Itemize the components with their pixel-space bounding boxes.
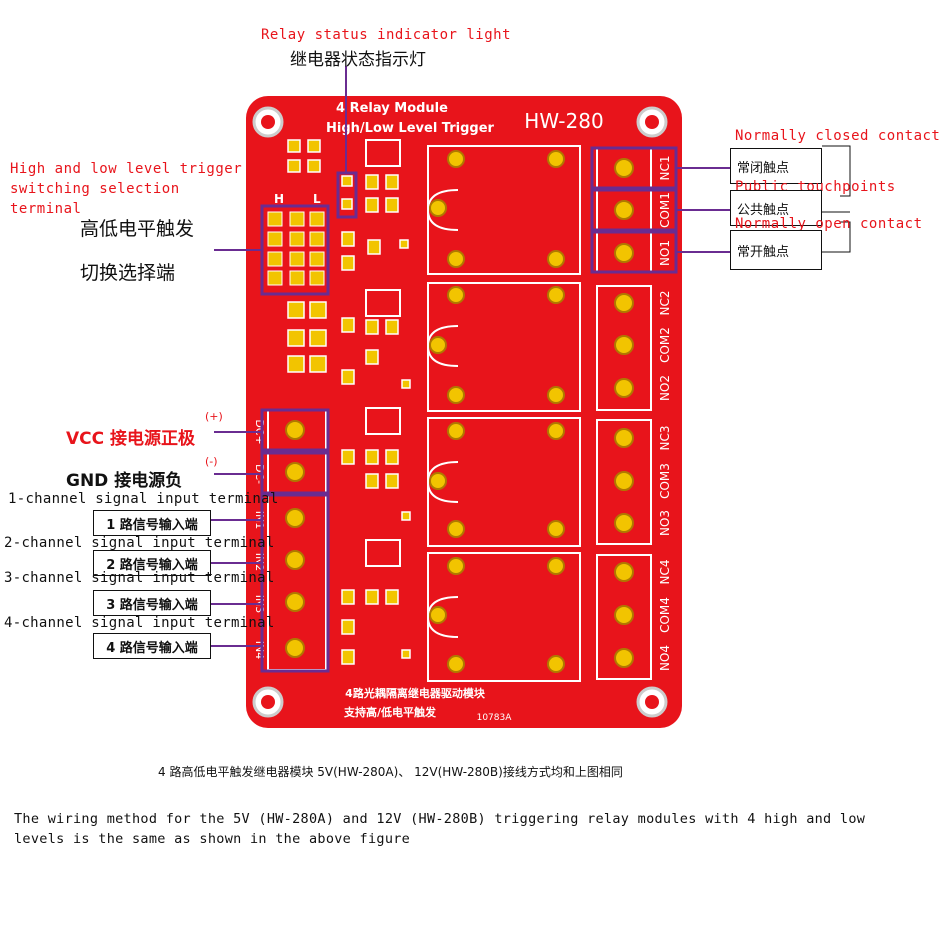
connector-lines xyxy=(210,66,730,647)
hl-trigger-label-en-3: terminal xyxy=(10,201,82,217)
terminal-label-com2: COM2 xyxy=(658,327,672,363)
hl-trigger-label-cn-1: 高低电平触发 xyxy=(80,218,195,240)
nc-label-cn: 常闭触点 xyxy=(730,148,822,184)
hl-trigger-label-en-2: switching selection xyxy=(10,181,180,197)
jumper-pins xyxy=(267,211,325,286)
jumper-label-l: L xyxy=(313,192,321,206)
terminal-label-nc4: NC4 xyxy=(658,560,672,585)
nc-label-en: Normally closed contact xyxy=(735,128,941,144)
board-model: HW-280 xyxy=(524,109,603,133)
hl-trigger-label-en-1: High and low level trigger xyxy=(10,161,243,177)
bracket-lines xyxy=(822,145,851,253)
board-bottom-text-2: 支持高/低电平触发 xyxy=(343,705,437,719)
mounting-hole-icon xyxy=(252,106,668,718)
no-label-cn: 常开触点 xyxy=(730,230,822,270)
terminal-label-no3: NO3 xyxy=(658,510,672,536)
input-screws xyxy=(285,420,305,658)
caption-en-2: levels is the same as shown in the above… xyxy=(14,831,411,847)
terminal-label-no4: NO4 xyxy=(658,645,672,671)
vcc-sign: (+) xyxy=(205,410,223,423)
terminal-label-nc2: NC2 xyxy=(658,291,672,316)
jumper-label-h: H xyxy=(274,192,284,206)
relay-blocks xyxy=(426,145,581,682)
relay-pins xyxy=(429,150,565,673)
ch4-label-cn: 4 路信号输入端 xyxy=(93,633,211,659)
com-label-cn: 公共触点 xyxy=(730,190,822,226)
board-title-1: 4 Relay Module xyxy=(336,101,448,116)
ch1-label-cn: 1 路信号输入端 xyxy=(93,510,211,536)
terminal-screws xyxy=(614,158,634,668)
terminal-label-nc1: NC1 xyxy=(658,156,672,181)
ch3-label-cn: 3 路信号输入端 xyxy=(93,590,211,616)
terminal-label-com1: COM1 xyxy=(658,192,672,228)
terminal-label-com4: COM4 xyxy=(658,597,672,633)
ch2-label-cn: 2 路信号输入端 xyxy=(93,550,211,576)
board-code: 10783A xyxy=(477,713,513,723)
terminal-label-com3: COM3 xyxy=(658,463,672,499)
caption-en-1: The wiring method for the 5V (HW-280A) a… xyxy=(14,811,866,827)
board-bottom-text-1: 4路光耦隔离继电器驱动模块 xyxy=(345,686,486,700)
smd-components xyxy=(287,139,411,665)
board-title-2: High/Low Level Trigger xyxy=(326,121,495,136)
gnd-label: GND 接电源负 xyxy=(66,471,183,491)
pin-label-in4: IN4 xyxy=(253,641,266,659)
terminal-label-no1: NO1 xyxy=(658,240,672,266)
vcc-label: VCC 接电源正极 xyxy=(66,429,196,449)
ch1-label-en: 1-channel signal input terminal xyxy=(8,491,279,507)
ch4-label-en: 4-channel signal input terminal xyxy=(4,615,275,631)
no-label-en: Normally open contact xyxy=(735,216,923,232)
ic-chips xyxy=(365,139,401,567)
terminal-label-no2: NO2 xyxy=(658,375,672,401)
gnd-sign: (-) xyxy=(205,455,218,468)
relay-status-label-cn: 继电器状态指示灯 xyxy=(290,50,426,70)
ch3-label-en: 3-channel signal input terminal xyxy=(4,570,275,586)
hl-trigger-label-cn-2: 切换选择端 xyxy=(80,262,176,284)
caption-cn: 4 路高低电平触发继电器模块 5V(HW-280A)、 12V(HW-280B)… xyxy=(158,765,623,779)
relay-status-label-en: Relay status indicator light xyxy=(261,27,512,43)
terminal-label-nc3: NC3 xyxy=(658,426,672,451)
ch2-label-en: 2-channel signal input terminal xyxy=(4,535,275,551)
